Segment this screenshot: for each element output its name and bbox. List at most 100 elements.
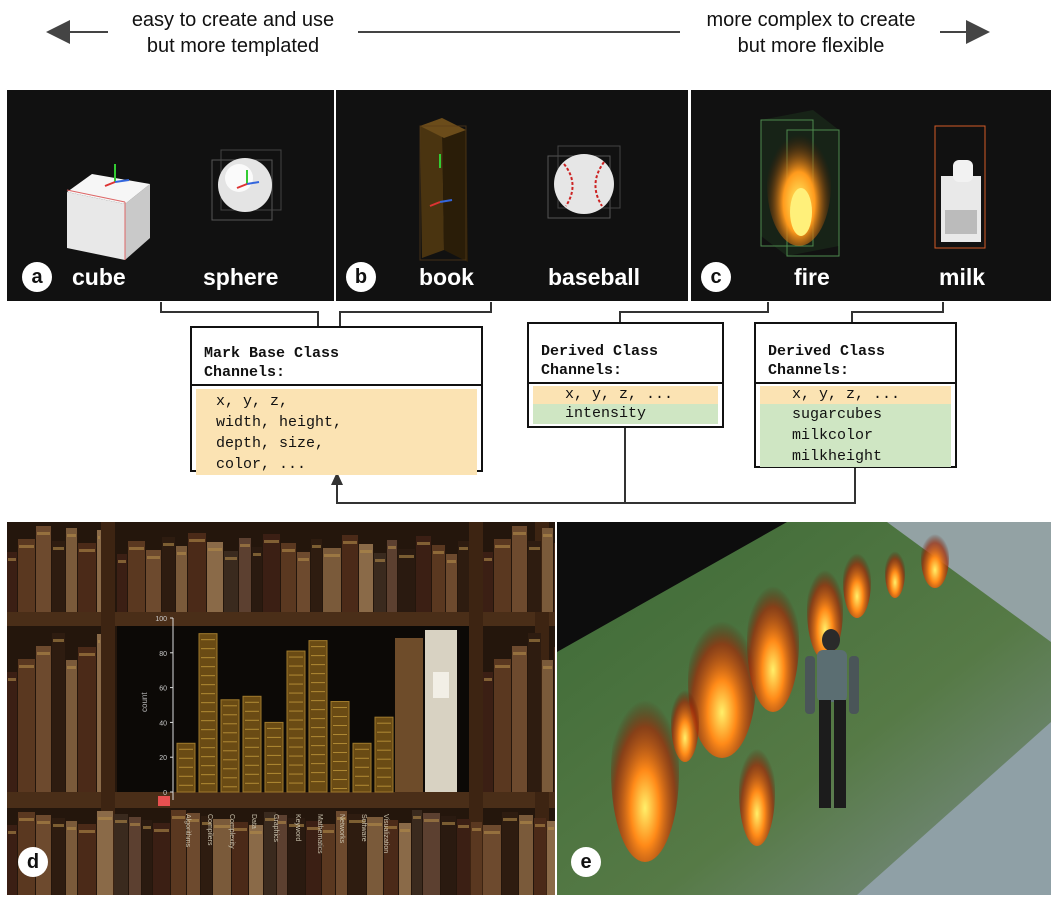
milk-mark: [934, 125, 986, 249]
book-spine: [547, 821, 555, 895]
panel-e-badge: e: [571, 847, 601, 877]
book-spine: [311, 539, 322, 612]
book-spine: [399, 823, 411, 895]
book-spine: [323, 548, 341, 612]
book-spine: [52, 818, 65, 895]
panel-d-badge: d: [18, 847, 48, 877]
cube-label: cube: [72, 264, 126, 290]
book-spine: [142, 820, 152, 895]
book-spine: [146, 550, 161, 612]
book-spine: [129, 817, 141, 895]
book-spine: [264, 812, 276, 895]
book-spine: [528, 633, 541, 792]
inheritance-line-milk: [336, 468, 856, 504]
base-class-divider: [192, 384, 481, 386]
connector-fire: [619, 302, 769, 322]
base-channel-row: x, y, z,: [216, 393, 289, 410]
book-spine: [7, 552, 17, 612]
milk-label: milk: [939, 264, 986, 290]
axis-marker: [158, 796, 170, 806]
book-spine: [374, 553, 386, 612]
chart-bar: [374, 716, 394, 793]
book-spine: [277, 815, 287, 895]
book-spine: [384, 820, 398, 895]
base-class-title: Mark Base Class: [204, 345, 340, 362]
y-tick-label: 100: [155, 616, 167, 623]
chart-bar: [286, 650, 306, 793]
panel-c: c fire milk: [691, 90, 1051, 301]
book-spine: [281, 543, 296, 612]
book-spine: [66, 528, 77, 612]
book-spine: [232, 822, 248, 895]
left-caption: easy to create and use but more template…: [110, 7, 356, 59]
book-spine: [367, 817, 383, 895]
fire-class-box: Derived Class Channels: x, y, z, ... int…: [527, 322, 724, 428]
book-spine: [446, 554, 457, 612]
milk-own-channel: sugarcubes: [792, 406, 883, 423]
book-spine: [263, 534, 280, 612]
book-spine: [387, 540, 397, 612]
left-caption-line1: easy to create and use: [131, 9, 335, 31]
book-spine: [554, 647, 555, 792]
book-spine: [483, 552, 493, 612]
book-spine: [494, 659, 511, 792]
book-title: Software: [360, 814, 367, 842]
book-spine: [36, 646, 51, 792]
left-caption-line2: but more templated: [146, 35, 320, 57]
panel-b-badge: b: [346, 262, 376, 292]
y-tick-label: 0: [163, 790, 167, 797]
book-spine: [502, 812, 518, 895]
book-spine: [7, 672, 17, 792]
panel-b: b book baseball: [336, 90, 688, 301]
book-spine: [128, 541, 145, 612]
ocean-surface: [857, 722, 1051, 895]
book-spine: [239, 538, 251, 612]
book-spine: [512, 646, 527, 792]
book-mark: [419, 118, 468, 262]
book-spine: [188, 533, 206, 612]
milk-class-divider: [756, 382, 955, 384]
fire-mark: [760, 110, 840, 257]
book-spine: [416, 536, 431, 612]
chart-bar: [308, 640, 328, 793]
chart-bar: [242, 695, 262, 793]
connector-lines: [160, 302, 944, 504]
y-tick-label: 60: [159, 686, 167, 693]
sphere-label: sphere: [203, 264, 279, 290]
book-spine: [97, 811, 113, 895]
book-spine: [457, 819, 470, 895]
book-spine: [78, 647, 96, 792]
panel-b-render: [419, 118, 621, 262]
chart-bar: [198, 633, 218, 793]
baseball-mark: [547, 145, 621, 219]
milk-own-channels: sugarcubes milkcolor milkheight: [760, 404, 951, 467]
book-spine: [36, 526, 51, 612]
panel-e: e: [557, 522, 1051, 895]
book-spine: [288, 818, 305, 895]
book-title: Graphics: [272, 814, 279, 843]
fire-label: fire: [794, 264, 830, 290]
book-title: Data: [250, 814, 257, 829]
book-spine: [297, 552, 310, 612]
book-title: Keyword: [294, 814, 301, 841]
panel-a: a cube sphere: [7, 90, 334, 301]
y-tick-label: 80: [159, 651, 167, 658]
spectrum-arrow: [46, 20, 990, 44]
fire-own-channel: intensity: [533, 404, 718, 424]
book-spine: [412, 810, 422, 895]
book-spine: [483, 672, 493, 792]
shelf-post: [469, 522, 483, 895]
book-spine: [213, 819, 231, 895]
book-title: Networks: [338, 814, 345, 844]
fire-class-divider: [529, 382, 722, 384]
connector-b: [339, 302, 492, 326]
inheritance-arrowhead: [331, 472, 343, 485]
book-spine: [201, 816, 212, 895]
right-arrowhead: [966, 20, 990, 44]
y-tick-label: 20: [159, 755, 167, 762]
book-spine: [398, 549, 415, 612]
book-spine: [534, 818, 546, 895]
person-figure: [805, 629, 859, 808]
book-spine: [176, 546, 187, 612]
